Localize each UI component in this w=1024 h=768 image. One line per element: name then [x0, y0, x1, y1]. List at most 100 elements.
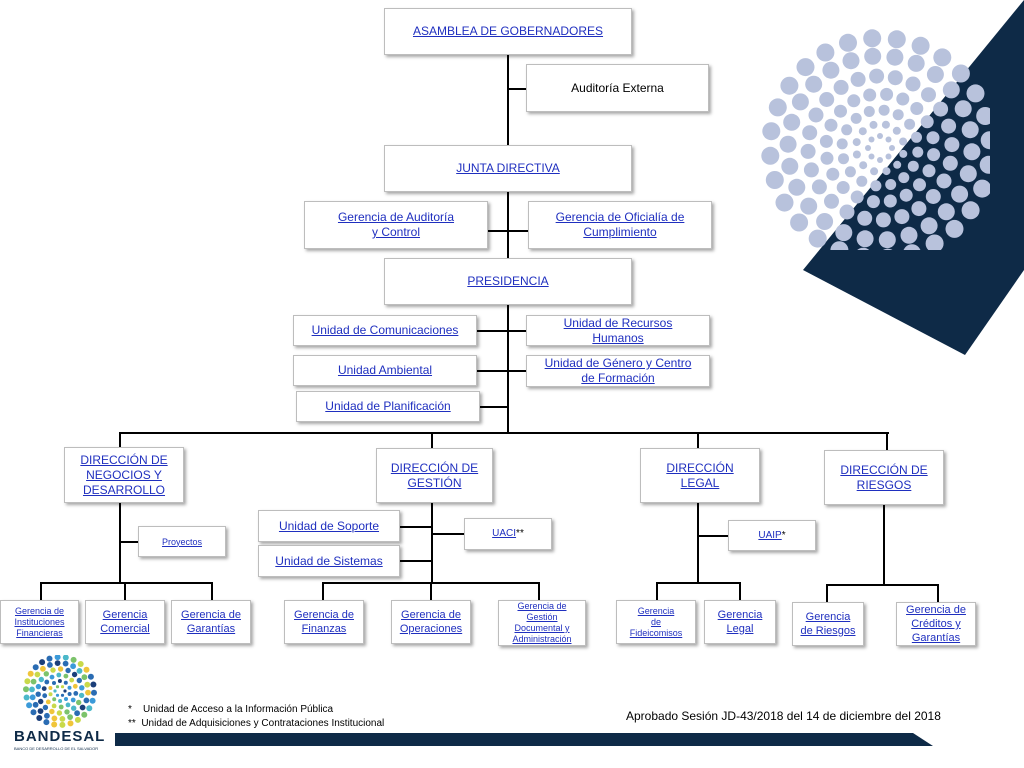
- junta-link[interactable]: JUNTA DIRECTIVA: [456, 161, 560, 175]
- unidad-soporte-box[interactable]: Unidad de Soporte: [258, 510, 400, 542]
- logo-dot: [56, 672, 62, 678]
- gerencia-operaciones-link-1[interactable]: Gerencia de: [401, 609, 461, 621]
- logo-dot: [65, 702, 71, 708]
- junta-box[interactable]: JUNTA DIRECTIVA: [384, 145, 632, 192]
- unidad-rrhh-link-2[interactable]: Humanos: [592, 330, 644, 345]
- direccion-riesgos-link-2[interactable]: RIESGOS: [856, 477, 912, 492]
- proyectos-box[interactable]: Proyectos: [138, 526, 226, 557]
- gerencia-instituciones-link-2[interactable]: Instituciones: [14, 616, 65, 627]
- decor-dot: [921, 87, 936, 103]
- gerencia-operaciones-link-2[interactable]: Operaciones: [399, 623, 463, 635]
- gerencia-documental-link-2[interactable]: Gestión: [526, 612, 558, 622]
- gerencia-documental-link-3[interactable]: Documental y: [514, 623, 570, 633]
- decor-dot: [889, 145, 895, 151]
- unidad-rrhh-box[interactable]: Unidad de Recursos Humanos: [526, 315, 710, 346]
- gerencia-legal-link-1[interactable]: Gerencia: [717, 609, 763, 621]
- direccion-gestion-link-1[interactable]: DIRECCIÓN DE: [390, 460, 479, 475]
- presidencia-box[interactable]: PRESIDENCIA: [384, 258, 632, 305]
- direccion-riesgos-box[interactable]: DIRECCIÓN DE RIESGOS: [824, 450, 944, 505]
- gerencia-finanzas-link-2[interactable]: Finanzas: [301, 623, 347, 635]
- logo-dot: [51, 703, 57, 709]
- unidad-sistemas-link[interactable]: Unidad de Sistemas: [275, 553, 383, 568]
- direccion-gestion-link-2[interactable]: GESTIÓN: [407, 475, 462, 490]
- decor-dot: [839, 204, 855, 220]
- gerencia-comercial-link-1[interactable]: Gerencia: [102, 609, 148, 621]
- unidad-planificacion-box[interactable]: Unidad de Planificación: [296, 391, 480, 422]
- direccion-negocios-link-1[interactable]: DIRECCIÓN DE: [80, 452, 168, 467]
- gerencia-auditoria-box[interactable]: Gerencia de Auditoría y Control: [304, 201, 488, 249]
- gerencia-legal-link-2[interactable]: Legal: [726, 623, 754, 635]
- gerencia-operaciones-box[interactable]: Gerencia de Operaciones: [391, 600, 471, 644]
- logo-dot: [48, 686, 53, 690]
- gerencia-riesgos-link-1[interactable]: Gerencia: [805, 611, 851, 623]
- unidad-genero-box[interactable]: Unidad de Género y Centro de Formación: [526, 355, 710, 387]
- uaip-link[interactable]: UAIP: [758, 529, 782, 541]
- logo-dot: [46, 655, 53, 662]
- gerencia-documental-box[interactable]: Gerencia de Gestión Documental y Adminis…: [498, 600, 586, 646]
- decor-dot: [865, 145, 871, 151]
- gerencia-fideicomisos-link-2[interactable]: de: [650, 616, 661, 627]
- direccion-negocios-box[interactable]: DIRECCIÓN DE NEGOCIOS Y DESARROLLO: [64, 447, 184, 503]
- gerencia-auditoria-link-2[interactable]: y Control: [371, 225, 421, 239]
- unidad-rrhh-link-1[interactable]: Unidad de Recursos: [563, 315, 673, 330]
- gerencia-garantias-link-2[interactable]: Garantías: [186, 623, 236, 635]
- unidad-comunicaciones-box[interactable]: Unidad de Comunicaciones: [293, 315, 477, 346]
- drop-fideicomisos: [656, 582, 658, 600]
- proyectos-link[interactable]: Proyectos: [161, 536, 203, 547]
- gerencia-garantias-link-1[interactable]: Gerencia de: [181, 609, 241, 621]
- gerencia-finanzas-link-1[interactable]: Gerencia de: [294, 609, 354, 621]
- gerencia-creditos-link-2[interactable]: Créditos y: [911, 618, 961, 630]
- direccion-gestion-box[interactable]: DIRECCIÓN DE GESTIÓN: [376, 448, 493, 503]
- unidad-genero-link-1[interactable]: Unidad de Género y Centro: [544, 356, 692, 370]
- unidad-sistemas-box[interactable]: Unidad de Sistemas: [258, 545, 400, 577]
- unidad-soporte-link[interactable]: Unidad de Soporte: [278, 518, 380, 533]
- unidad-planificacion-link[interactable]: Unidad de Planificación: [325, 399, 451, 413]
- gerencia-fideicomisos-link-3[interactable]: Fideicomisos: [629, 627, 683, 638]
- direccion-negocios-link-3[interactable]: DESARROLLO: [82, 482, 166, 497]
- uaci-link[interactable]: UACI: [492, 528, 517, 539]
- direccion-legal-box[interactable]: DIRECCIÓN LEGAL: [640, 448, 760, 503]
- logo-dot: [62, 655, 69, 661]
- decor-dot: [820, 151, 834, 165]
- gerencia-comercial-link-2[interactable]: Comercial: [100, 623, 150, 635]
- gerencia-riesgos-box[interactable]: Gerencia de Riesgos: [792, 602, 864, 646]
- uaip-box[interactable]: UAIP*: [728, 520, 816, 551]
- unidad-genero-link-2[interactable]: de Formación: [581, 371, 655, 385]
- gerencia-instituciones-link-1[interactable]: Gerencia de: [14, 605, 65, 616]
- connector-uaci: [431, 533, 465, 535]
- presidencia-link[interactable]: PRESIDENCIA: [467, 274, 549, 288]
- gerencia-creditos-link-3[interactable]: Garantías: [911, 632, 961, 644]
- legal-bar: [656, 582, 741, 584]
- logo-dot: [27, 670, 34, 677]
- gerencia-instituciones-link-3[interactable]: Financieras: [16, 627, 63, 638]
- gerencia-garantias-box[interactable]: Gerencia de Garantías: [171, 600, 251, 644]
- direccion-legal-link-2[interactable]: LEGAL: [680, 475, 720, 490]
- gerencia-fideicomisos-link-1[interactable]: Gerencia: [637, 605, 675, 616]
- unidad-ambiental-link[interactable]: Unidad Ambiental: [337, 363, 433, 377]
- gerencia-creditos-link-1[interactable]: Gerencia de: [906, 604, 966, 616]
- gerencia-creditos-box[interactable]: Gerencia de Créditos y Garantías: [896, 602, 976, 646]
- gerencia-comercial-box[interactable]: Gerencia Comercial: [85, 600, 165, 644]
- decor-dot: [847, 94, 861, 108]
- direccion-negocios-link-2[interactable]: NEGOCIOS Y: [86, 467, 162, 482]
- gerencia-documental-link-4[interactable]: Administración: [512, 634, 572, 644]
- gerencia-riesgos-link-2[interactable]: de Riesgos: [800, 625, 856, 637]
- direccion-legal-link-1[interactable]: DIRECCIÓN: [666, 460, 734, 475]
- gerencia-fideicomisos-box[interactable]: Gerencia de Fideicomisos: [616, 600, 696, 644]
- gerencia-oficialia-link-2[interactable]: Cumplimiento: [583, 225, 657, 239]
- asamblea-link[interactable]: ASAMBLEA DE GOBERNADORES: [412, 24, 604, 38]
- unidad-comunicaciones-link[interactable]: Unidad de Comunicaciones: [311, 323, 459, 337]
- gerencia-oficialia-link-1[interactable]: Gerencia de Oficialía de: [555, 210, 685, 224]
- gerencia-oficialia-box[interactable]: Gerencia de Oficialía de Cumplimiento: [528, 201, 712, 249]
- gerencia-auditoria-link-1[interactable]: Gerencia de Auditoría: [337, 210, 455, 224]
- gerencia-instituciones-box[interactable]: Gerencia de Instituciones Financieras: [0, 600, 79, 644]
- gerencia-finanzas-box[interactable]: Gerencia de Finanzas: [284, 600, 364, 644]
- decor-dot: [856, 175, 868, 187]
- gerencia-legal-box[interactable]: Gerencia Legal: [704, 600, 776, 644]
- unidad-ambiental-box[interactable]: Unidad Ambiental: [293, 355, 477, 386]
- logo-dot: [70, 663, 76, 670]
- uaci-box[interactable]: UACI**: [464, 518, 552, 550]
- gerencia-documental-link-1[interactable]: Gerencia de: [517, 601, 567, 611]
- asamblea-box[interactable]: ASAMBLEA DE GOBERNADORES: [384, 8, 632, 55]
- direccion-riesgos-link-1[interactable]: DIRECCIÓN DE: [840, 462, 928, 477]
